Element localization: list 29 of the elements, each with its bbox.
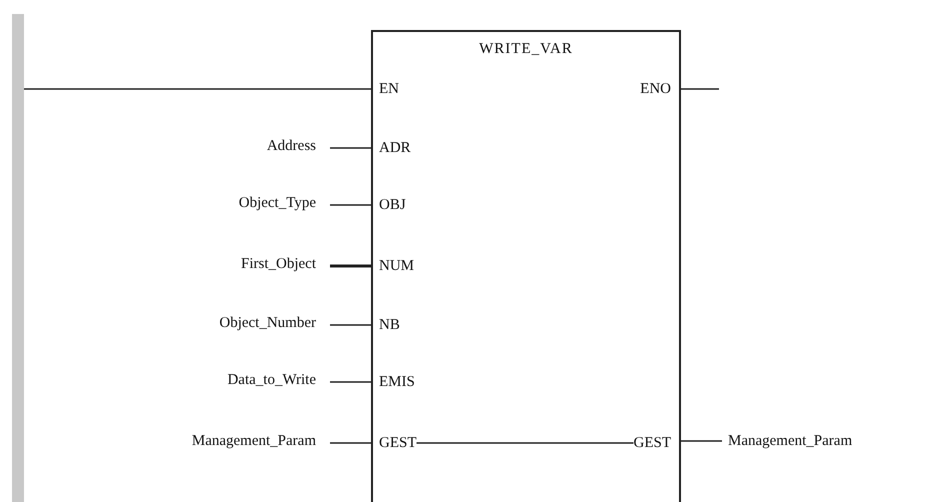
pin-label: OBJ <box>373 196 406 214</box>
power-rail <box>12 14 24 502</box>
connection-line <box>416 442 634 444</box>
block-title: WRITE_VAR <box>478 40 574 58</box>
pin-label: ENO <box>640 80 679 98</box>
connection-line <box>24 88 373 90</box>
variable-label: Object_Type <box>238 194 330 212</box>
connection-line <box>330 147 373 149</box>
connection-line <box>330 442 373 444</box>
variable-label: First_Object <box>241 255 330 273</box>
variable-label: Data_to_Write <box>227 371 330 389</box>
connection-line <box>330 264 373 268</box>
pin-label: ADR <box>373 139 411 157</box>
pin-label: EN <box>373 80 399 98</box>
connection-line <box>681 88 719 90</box>
variable-label: Management_Param <box>722 432 852 450</box>
connection-line <box>330 204 373 206</box>
pin-label: NB <box>373 316 400 334</box>
pin-label: GEST <box>373 434 416 452</box>
variable-label: Object_Number <box>219 314 330 332</box>
pin-label: GEST <box>634 434 679 452</box>
pin-label: NUM <box>373 257 414 275</box>
variable-label: Address <box>266 137 330 155</box>
connection-line <box>330 324 373 326</box>
function-block <box>371 30 681 502</box>
pin-label: EMIS <box>373 373 415 391</box>
variable-label: Management_Param <box>192 432 330 450</box>
connection-line <box>679 440 722 442</box>
connection-line <box>330 381 373 383</box>
